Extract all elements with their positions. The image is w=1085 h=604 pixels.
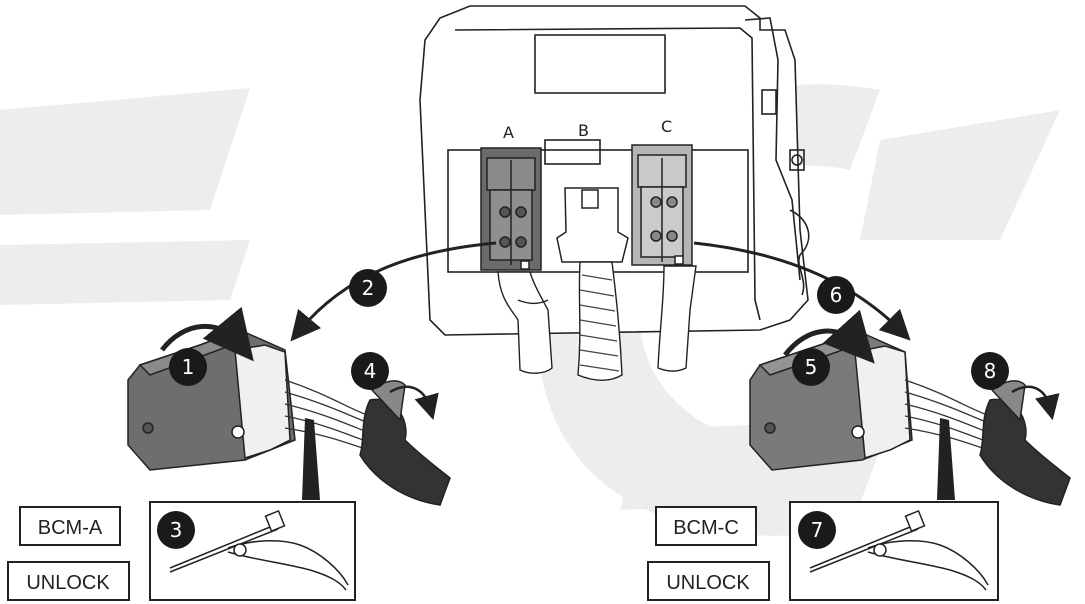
svg-text:8: 8 xyxy=(984,359,997,383)
bcm-c-label: BCM-C xyxy=(673,517,739,539)
zip-tie-callout-right xyxy=(937,418,955,500)
unlock-left-label-box: UNLOCK xyxy=(8,562,129,600)
step-badge-4: 4 xyxy=(351,352,389,390)
step-badge-1: 1 xyxy=(169,348,207,386)
unlock-left-label: UNLOCK xyxy=(26,572,110,594)
svg-text:1: 1 xyxy=(182,355,195,379)
bcm-a-label: BCM-A xyxy=(38,517,103,539)
svg-text:7: 7 xyxy=(811,518,824,542)
svg-text:3: 3 xyxy=(170,518,183,542)
connector-c-label: C xyxy=(661,117,672,136)
step-badge-2: 2 xyxy=(349,269,387,307)
connector-b-label: B xyxy=(578,121,589,140)
svg-text:5: 5 xyxy=(805,355,818,379)
svg-text:4: 4 xyxy=(364,359,377,383)
connector-c xyxy=(632,145,692,265)
bcm-a-label-box: BCM-A xyxy=(20,507,120,545)
step-badge-6: 6 xyxy=(817,276,855,314)
connector-a xyxy=(481,148,541,270)
step-badge-5: 5 xyxy=(792,348,830,386)
connector-b xyxy=(557,188,628,262)
step-badge-3: 3 xyxy=(157,511,195,549)
unlock-right-label-box: UNLOCK xyxy=(648,562,769,600)
unlock-right-label: UNLOCK xyxy=(666,572,750,594)
step-badge-7: 7 xyxy=(798,511,836,549)
bcm-c-label-box: BCM-C xyxy=(656,507,756,545)
svg-text:2: 2 xyxy=(362,276,375,300)
harness-cables xyxy=(498,262,696,380)
step-badge-8: 8 xyxy=(971,352,1009,390)
connector-a-label: A xyxy=(503,123,514,142)
svg-text:6: 6 xyxy=(830,283,843,307)
zip-tie-callout-left xyxy=(302,418,320,500)
